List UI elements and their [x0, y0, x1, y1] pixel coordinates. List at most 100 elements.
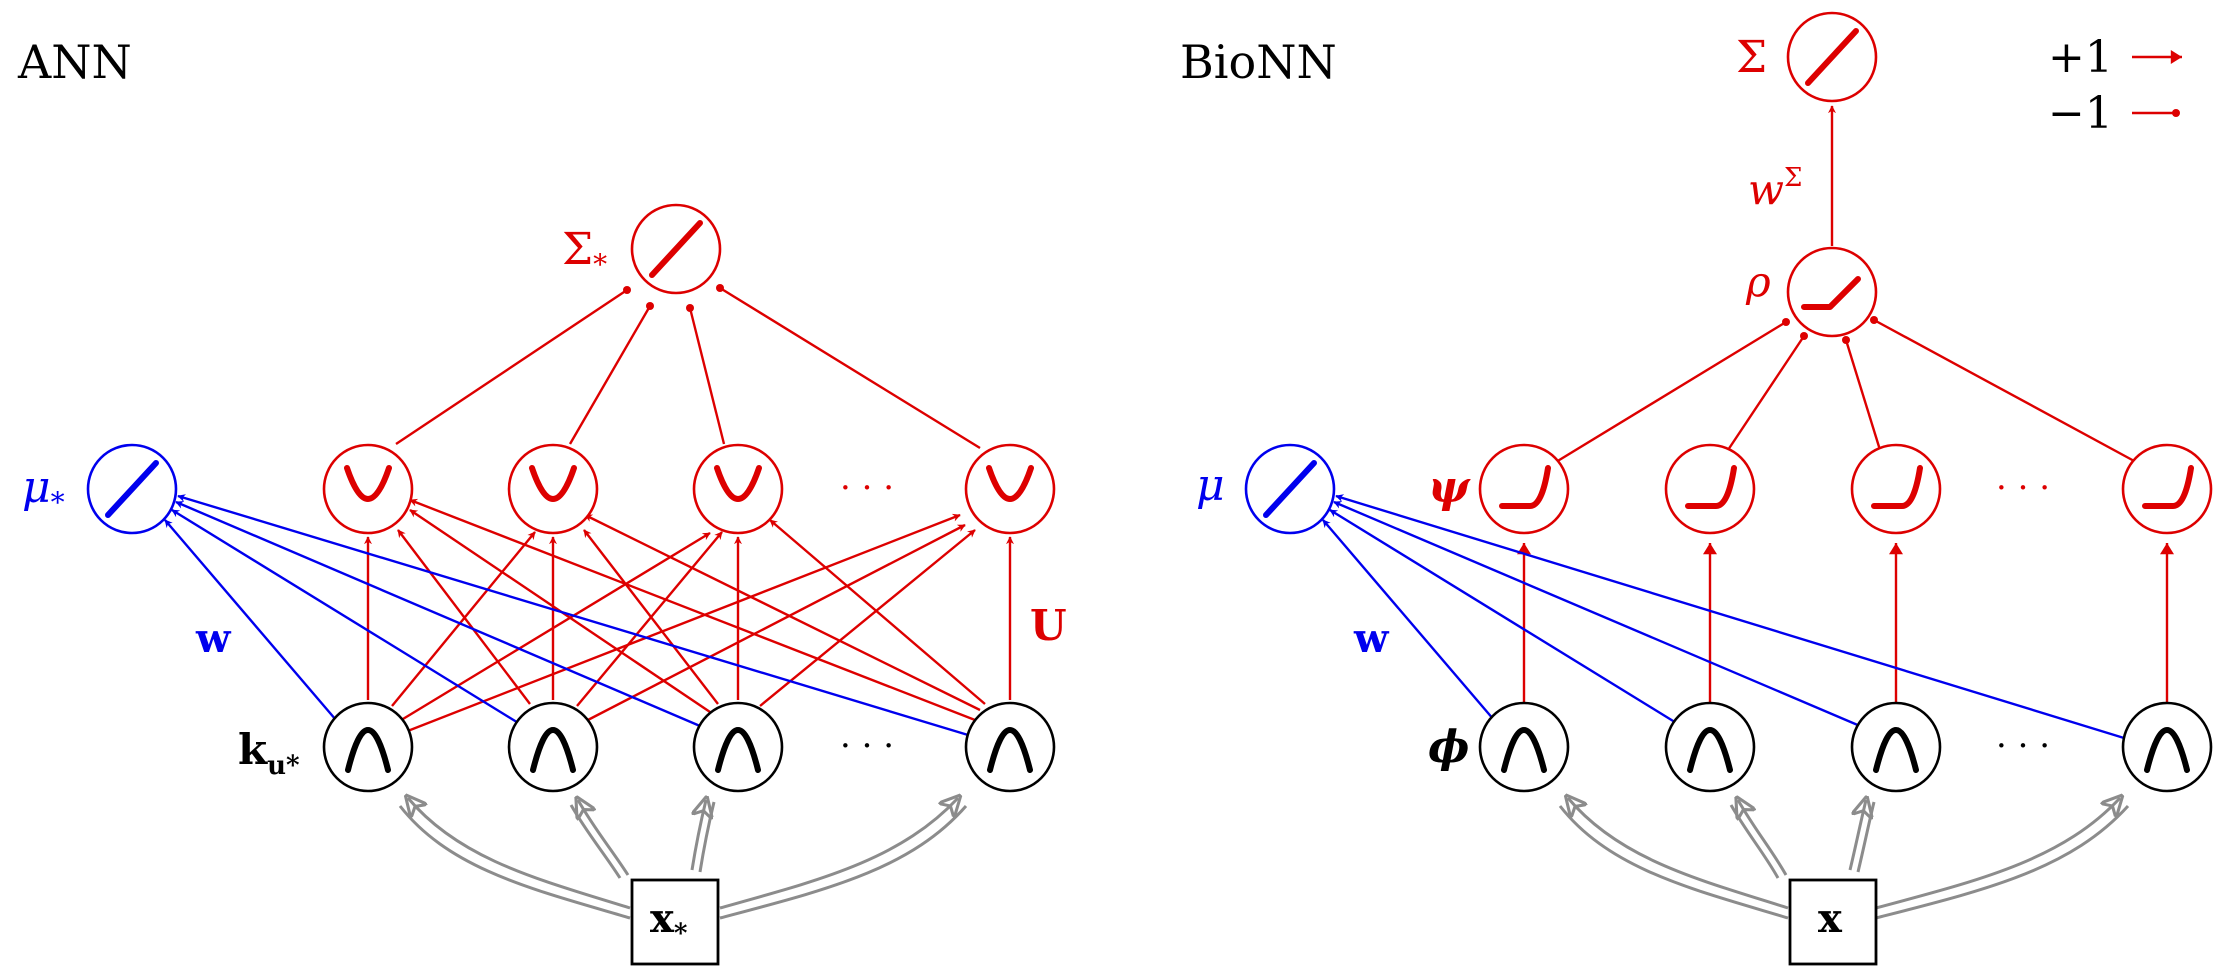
quadratic-activation-icon	[986, 465, 1034, 502]
bionn-input-arrow-3	[1848, 800, 1866, 871]
bionn-input-arrow-3b	[1856, 801, 1876, 873]
gaussian-bump-icon	[1873, 727, 1919, 773]
bionn-phi-node	[1664, 701, 1756, 793]
ann-u-node	[692, 443, 784, 535]
ann-w-edge	[171, 508, 521, 726]
bionn-psi-ellipsis: · · ·	[1996, 468, 2050, 508]
ann-k-ellipsis: · · ·	[840, 726, 894, 766]
gaussian-bump-icon	[1501, 727, 1547, 773]
bionn-w-edge	[1333, 500, 1861, 728]
bionn-phi-layer	[1478, 701, 2213, 793]
ann-sum-edge	[716, 284, 981, 450]
ann-sum-edge	[686, 304, 726, 445]
bionn-input-box: x	[1788, 878, 1878, 966]
rectifier-activation-icon	[1871, 465, 1923, 509]
bionn-mu-node	[1244, 443, 1336, 535]
gaussian-bump-icon	[530, 727, 576, 773]
rectifier-activation-icon	[1685, 465, 1737, 509]
bionn-rho-edge	[1727, 332, 1808, 451]
ann-w-edge	[175, 500, 701, 728]
bionn-psi-node	[2121, 443, 2213, 535]
ann-w-connections	[164, 494, 979, 740]
bionn-sum-label: Σ	[1736, 32, 1767, 83]
ann-u-node	[507, 443, 599, 535]
ann-input-arrow-2b	[569, 804, 622, 879]
bionn-phi-ellipsis: · · ·	[1996, 726, 2050, 766]
ann-input-arrow-1	[408, 798, 631, 910]
bionn-sum-node	[1786, 11, 1878, 103]
ann-k-node	[507, 701, 599, 793]
bionn-w-edge	[1335, 494, 2125, 740]
ann-u-edge	[769, 519, 986, 705]
bionn-phi-label: ϕ	[1428, 722, 1469, 773]
ann-u-edge	[584, 513, 981, 712]
ann-input-arrow-4	[719, 798, 958, 910]
bionn-phi-node	[1850, 701, 1942, 793]
bionn-rho-edge	[1555, 318, 1790, 464]
ann-k-layer	[322, 701, 1056, 793]
ann-u-edge	[583, 523, 966, 724]
bionn-input-arrow-4	[1875, 798, 2120, 910]
bionn-input-arrow-2	[1738, 800, 1788, 876]
rectifier-activation-icon	[2142, 465, 2194, 509]
linear-activation-icon	[1805, 28, 1859, 86]
ann-input-arrow-1b	[398, 805, 631, 920]
ann-mu-node	[86, 443, 178, 535]
ann-input-arrow-3	[690, 800, 706, 871]
ann-k-node	[692, 701, 784, 793]
ann-w-edge	[177, 494, 979, 740]
ann-u-edge	[409, 498, 976, 722]
ann-u-edge	[583, 529, 719, 705]
bionn-wsum-label: wΣ	[1748, 163, 1802, 214]
ann-k-node	[964, 701, 1056, 793]
bionn-psi-node	[1478, 443, 1570, 535]
ann-input-arrow-3b	[698, 801, 716, 873]
rectifier-activation-icon	[1499, 465, 1551, 509]
bionn-rho-node	[1786, 246, 1878, 338]
bionn-input-arrow-2b	[1729, 804, 1780, 879]
bionn-psi-layer	[1478, 443, 2213, 535]
ann-x-label: x*	[650, 895, 688, 949]
ann-title: ANN	[17, 35, 132, 89]
gaussian-bump-icon	[1687, 727, 1733, 773]
bionn-phi-node	[2121, 701, 2213, 793]
ann-u-edge	[397, 529, 531, 705]
bionn-rho-edge	[1870, 316, 2137, 464]
ann-sum-connections	[395, 284, 981, 450]
bionn-w-edge	[1329, 508, 1679, 726]
bionn-psi-node	[1850, 443, 1942, 535]
linear-activation-icon	[649, 220, 703, 278]
gaussian-bump-icon	[345, 727, 391, 773]
ann-u-connections	[364, 498, 1014, 736]
ann-u-node	[964, 443, 1056, 535]
ann-w-edge	[164, 519, 337, 721]
bionn-phi-node	[1478, 701, 1570, 793]
quadratic-activation-icon	[714, 465, 762, 502]
legend-minus-label: −1	[2048, 88, 2113, 139]
bionn-mu-label: μ	[1196, 460, 1225, 511]
ann-u-ellipsis: · · ·	[840, 468, 894, 508]
ann-w-label: w	[195, 615, 232, 662]
gaussian-bump-icon	[715, 727, 761, 773]
ann-u-layer	[322, 443, 1056, 535]
linear-activation-icon	[1263, 460, 1317, 518]
legend: +1 −1	[2048, 32, 2182, 139]
bionn-input-arrow-4b	[1875, 804, 2130, 920]
gaussian-bump-icon	[2144, 727, 2190, 773]
quadratic-activation-icon	[529, 465, 577, 502]
bionn-rho-connections	[1555, 316, 2137, 464]
ann-input-box: x*	[630, 878, 720, 966]
quadratic-activation-icon	[344, 465, 392, 502]
bionn-rho-edge	[1842, 336, 1882, 451]
bionn-title: BioNN	[1180, 35, 1337, 89]
ann-input-arrows	[398, 798, 968, 920]
gaussian-bump-icon	[987, 727, 1033, 773]
bionn-psi-node	[1664, 443, 1756, 535]
ann-input-arrow-2	[578, 800, 630, 876]
ann-sum-edge	[395, 286, 631, 445]
ann-u-edge	[399, 513, 961, 736]
ann-input-arrow-4b	[719, 805, 968, 920]
ann-sum-edge	[568, 302, 654, 445]
ann-u-node	[322, 443, 414, 535]
